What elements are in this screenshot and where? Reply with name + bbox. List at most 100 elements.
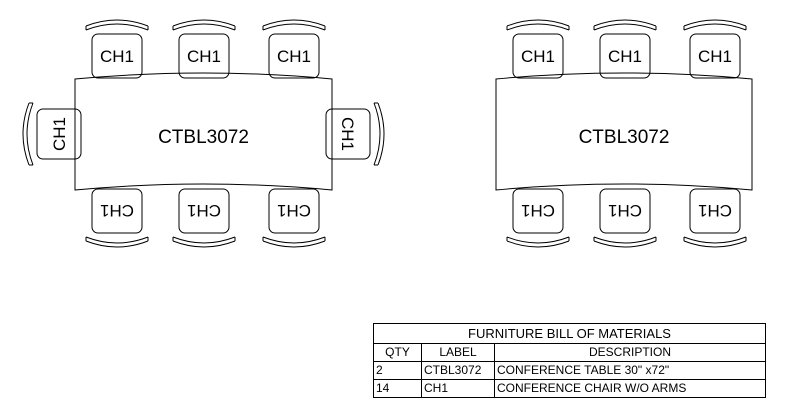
chair-label: CH1	[100, 201, 134, 220]
chair-back	[172, 240, 236, 248]
chair-seat	[91, 33, 143, 79]
bom-header-label: LABEL	[421, 343, 495, 362]
chair-label: CH1	[521, 201, 555, 220]
bom-header-description: DESCRIPTION	[494, 343, 766, 362]
chair-back-end	[683, 237, 747, 241]
bom-cell-label: CH1	[421, 379, 495, 398]
chair-back	[377, 102, 385, 166]
chair-back	[172, 236, 236, 244]
chair: CH1	[172, 19, 236, 79]
chair-back-end	[85, 26, 149, 30]
chair-label: CH1	[338, 117, 357, 151]
chair: CH1	[593, 188, 657, 248]
chair-label: CH1	[698, 47, 732, 66]
chair: CH1	[683, 19, 747, 79]
chair-back	[683, 19, 747, 27]
chair-back	[683, 240, 747, 248]
chair-label: CH1	[187, 47, 221, 66]
chair-back	[506, 19, 570, 27]
bom-row: 2 CTBL3072 CONFERENCE TABLE 30" x72"	[373, 361, 766, 380]
chair-back	[506, 23, 570, 31]
chair-seat	[599, 33, 651, 79]
chair-seat	[36, 108, 82, 160]
chair-back-end	[593, 26, 657, 30]
chair: CH1	[22, 102, 82, 166]
chair-seat	[268, 33, 320, 79]
bom-row: 14 CH1 CONFERENCE CHAIR W/O ARMS	[373, 379, 766, 398]
bill-of-materials: FURNITURE BILL OF MATERIALS QTY LABEL DE…	[373, 323, 766, 398]
chair-label: CH1	[187, 201, 221, 220]
bom-cell-description: CONFERENCE TABLE 30" x72"	[494, 361, 766, 380]
bom-title: FURNITURE BILL OF MATERIALS	[373, 323, 766, 344]
chair-back-end	[683, 26, 747, 30]
chair-back	[593, 236, 657, 244]
chair-back	[262, 236, 326, 244]
chair-back	[85, 19, 149, 27]
chair-back-end	[506, 237, 570, 241]
chair: CH1	[85, 188, 149, 248]
chair-back	[85, 240, 149, 248]
chair-back	[85, 23, 149, 31]
chair-back	[593, 23, 657, 31]
table-label: CTBL3072	[579, 127, 670, 148]
chair: CH1	[683, 188, 747, 248]
chair: CH1	[85, 19, 149, 79]
chair: CH1	[325, 102, 385, 166]
chair-label: CH1	[100, 47, 134, 66]
chair-label: CH1	[277, 47, 311, 66]
bom-cell-qty: 14	[373, 379, 422, 398]
chair-back	[172, 23, 236, 31]
chair: CH1	[593, 19, 657, 79]
chair-seat	[512, 188, 564, 234]
chair-back	[262, 23, 326, 31]
chair-back	[593, 240, 657, 248]
bom-header-row: QTY LABEL DESCRIPTION	[373, 343, 766, 362]
chair-back	[683, 23, 747, 31]
chair-seat	[178, 33, 230, 79]
chair-back	[262, 19, 326, 27]
chair: CH1	[506, 19, 570, 79]
chair-seat	[325, 108, 371, 160]
chair: CH1	[262, 19, 326, 79]
chair-back-end	[172, 26, 236, 30]
chair: CH1	[172, 188, 236, 248]
chair-back-end	[172, 237, 236, 241]
conference-table	[74, 72, 333, 191]
chair-back	[506, 236, 570, 244]
chair-label: CH1	[608, 201, 642, 220]
chair-label: CH1	[277, 201, 311, 220]
chair-back-end	[374, 102, 378, 166]
bom-cell-description: CONFERENCE CHAIR W/O ARMS	[494, 379, 766, 398]
bom-cell-label: CTBL3072	[421, 361, 495, 380]
chair-back-end	[506, 26, 570, 30]
bom-cell-qty: 2	[373, 361, 422, 380]
chair-back	[22, 102, 30, 166]
chair-seat	[91, 188, 143, 234]
chair-label: CH1	[608, 47, 642, 66]
chair: CH1	[262, 188, 326, 248]
chair-label: CH1	[50, 117, 69, 151]
conference-table	[495, 72, 753, 191]
chair-back	[172, 19, 236, 27]
chair-back-end	[262, 237, 326, 241]
chair-seat	[178, 188, 230, 234]
chair-label: CH1	[698, 201, 732, 220]
chair-back	[506, 240, 570, 248]
chair-back-end	[593, 237, 657, 241]
chair-back	[373, 102, 381, 166]
chair: CH1	[506, 188, 570, 248]
chair-back-end	[29, 102, 33, 166]
chair-back	[683, 236, 747, 244]
chair-seat	[689, 33, 741, 79]
chair-label: CH1	[521, 47, 555, 66]
chair-back	[26, 102, 34, 166]
chair-back-end	[85, 237, 149, 241]
chair-seat	[512, 33, 564, 79]
chair-seat	[689, 188, 741, 234]
table-label: CTBL3072	[158, 127, 249, 148]
chair-back	[593, 19, 657, 27]
chair-back-end	[262, 26, 326, 30]
